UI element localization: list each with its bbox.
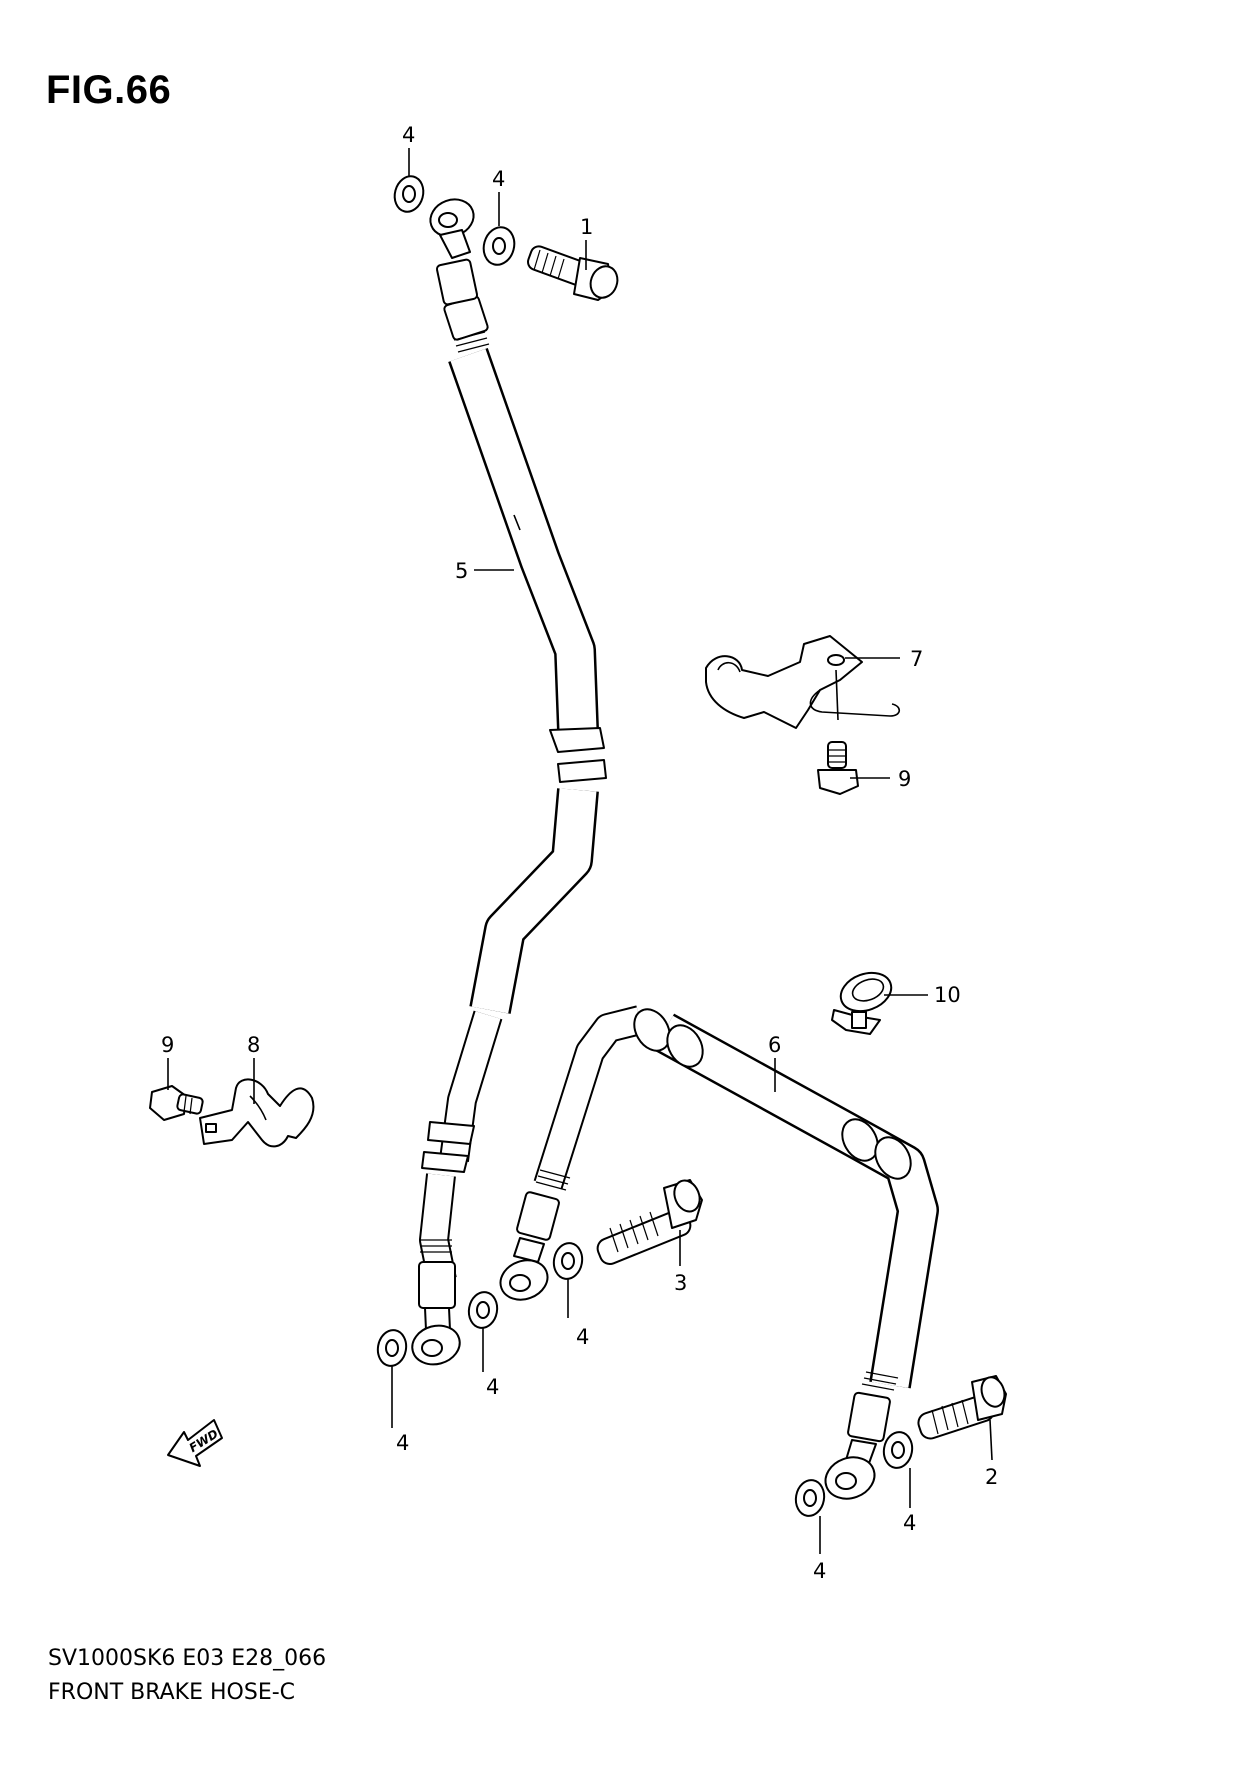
- callout-4-left: 4: [396, 1431, 409, 1455]
- brake-hose-lower: [499, 1005, 939, 1500]
- callout-4-right-a: 4: [903, 1511, 916, 1535]
- washer-4c: [376, 1329, 408, 1367]
- bolt-9-left: [149, 1085, 204, 1121]
- callout-4-bottom-b: 4: [576, 1325, 589, 1349]
- washer-4d: [467, 1291, 499, 1329]
- washer-4e: [552, 1242, 584, 1280]
- hose-clamp-10: [831, 971, 893, 1035]
- callout-2: 2: [985, 1465, 998, 1489]
- hose-thread-lower-right: [861, 1371, 899, 1391]
- callout-4-bottom-a: 4: [486, 1375, 499, 1399]
- callout-4-top: 4: [492, 167, 505, 191]
- callout-1: 1: [580, 215, 593, 239]
- figure-title: FIG.66: [46, 68, 172, 112]
- diagram-code: SV1000SK6 E03 E28_066: [48, 1646, 327, 1671]
- callout-3: 3: [674, 1271, 687, 1295]
- washer-4b: [482, 226, 516, 266]
- washer-4g: [882, 1431, 914, 1469]
- callout-10: 10: [934, 983, 961, 1007]
- washer-4f: [794, 1479, 826, 1517]
- hose-thread-upper: [453, 331, 490, 353]
- leader-lines: [167, 148, 993, 1554]
- callout-labels: 4 4 1 5 7 9 10 6 8 9 3 4 4 4 2 4 4: [161, 123, 998, 1583]
- union-bolt-2: [917, 1375, 1007, 1440]
- callout-4-top-left: 4: [402, 123, 415, 147]
- hose-thread-lower-left: [420, 1239, 452, 1253]
- brake-hose-upper: [411, 198, 607, 1366]
- callout-9-left: 9: [161, 1033, 174, 1057]
- union-bolt-1: [527, 245, 619, 301]
- callout-9-right: 9: [898, 767, 911, 791]
- diagram-name: FRONT BRAKE HOSE-C: [48, 1680, 296, 1705]
- callout-5: 5: [455, 559, 468, 583]
- hose-guide-8: [199, 1078, 315, 1148]
- callout-8: 8: [247, 1033, 260, 1057]
- hose-thread-lower-mid: [535, 1169, 571, 1191]
- callout-7: 7: [910, 647, 923, 671]
- forward-direction-arrow: FWD: [167, 1419, 223, 1467]
- callout-6: 6: [768, 1033, 781, 1057]
- bolt-9-right: [817, 741, 859, 795]
- callout-4-right-b: 4: [813, 1559, 826, 1583]
- union-bolt-3: [596, 1179, 703, 1266]
- hose-bracket-7: [705, 635, 901, 729]
- washer-4a: [393, 175, 425, 213]
